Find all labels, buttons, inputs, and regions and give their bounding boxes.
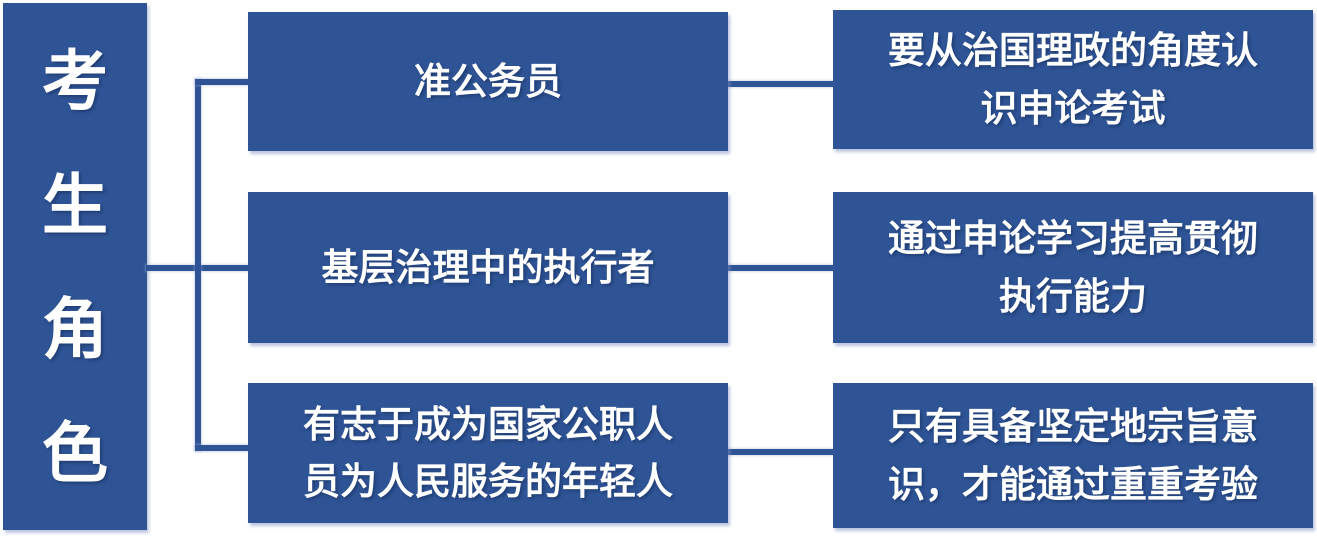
connector-branch-top [195,79,248,85]
description-box-execution-ability: 通过申论学习提高贯彻 执行能力 [833,192,1313,343]
description-box-governance-perspective: 要从治国理政的角度认 识申论考试 [833,10,1313,149]
root-label: 考 生 角 色 [42,43,108,490]
connector-branch-bottom [195,445,248,451]
description-box-purpose-awareness: 只有具备坚定地宗旨意 识，才能通过重重考验 [833,383,1313,528]
role-box-quasi-civil-servant: 准公务员 [248,12,728,151]
root-node-candidate-role: 考 生 角 色 [3,3,147,530]
connector-trunk-vertical [195,79,201,451]
role-box-grassroots-executor: 基层治理中的执行者 [248,192,728,343]
role-box-aspiring-public-servant: 有志于成为国家公职人 员为人民服务的年轻人 [248,383,728,523]
connector-row3-link [728,449,833,455]
connector-row2-link [728,265,833,271]
connector-row1-link [728,81,833,87]
